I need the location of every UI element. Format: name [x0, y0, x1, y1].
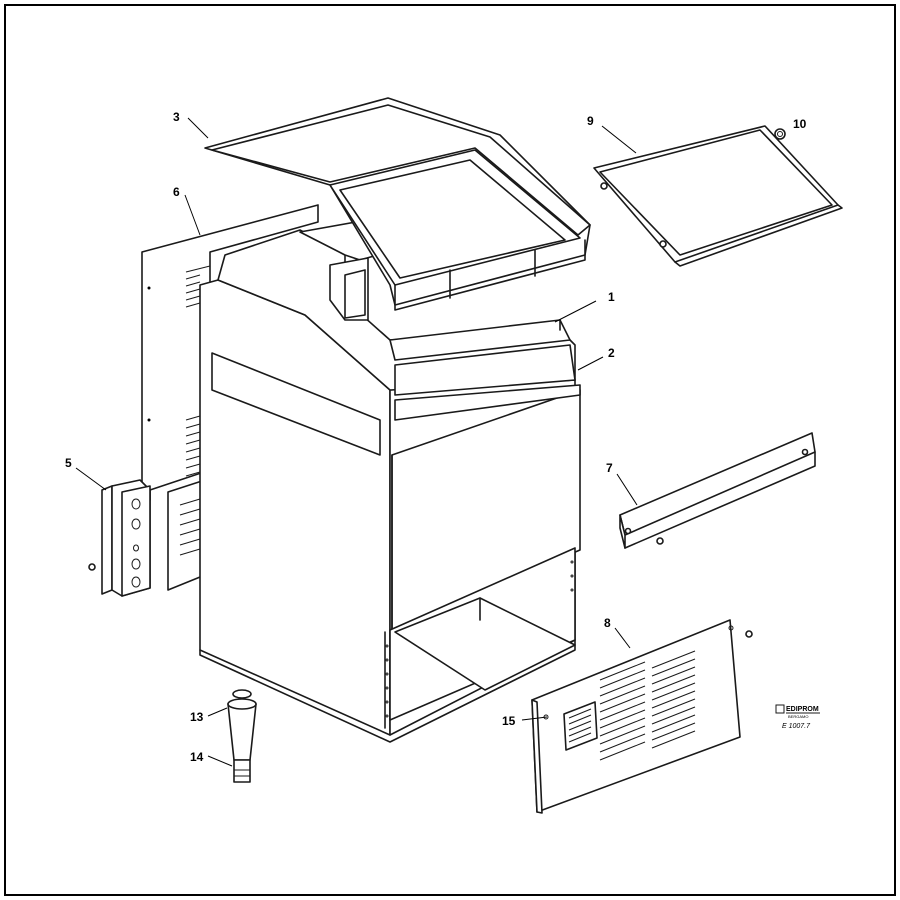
leg-part-13 [227, 689, 257, 761]
callout-13: 13 [190, 710, 204, 724]
publisher-mark: EDIPROM BERGAMO E 1007.7 [775, 704, 820, 730]
cover-part-9 [593, 125, 843, 267]
publisher-sub: BERGAMO [788, 714, 808, 719]
callout-labels: 1 2 3 5 6 7 8 9 10 13 14 15 [65, 110, 807, 764]
callout-15: 15 [502, 714, 516, 728]
callout-2: 2 [608, 346, 615, 360]
leader-lines [75, 117, 638, 767]
callout-8: 8 [604, 616, 611, 630]
callout-9: 9 [587, 114, 594, 128]
callout-10: 10 [793, 117, 807, 131]
callout-5: 5 [65, 456, 72, 470]
rail-part-7 [619, 432, 816, 549]
publisher-logo-icon [775, 704, 785, 714]
rating-plate-part-15 [563, 701, 598, 751]
callout-6: 6 [173, 185, 180, 199]
cabinet-body [199, 214, 581, 743]
bracket-part-5 [88, 479, 151, 597]
lid-frame-part-3 [204, 97, 591, 311]
publisher-name: EDIPROM [786, 706, 819, 713]
grille-panel-part-8 [531, 619, 753, 814]
callout-7: 7 [606, 461, 613, 475]
knob-part-10 [774, 128, 786, 140]
drawing-code: E 1007.7 [782, 723, 811, 730]
callout-1: 1 [608, 290, 615, 304]
callout-3: 3 [173, 110, 180, 124]
leg-foot-part-14 [233, 759, 251, 783]
callout-14: 14 [190, 750, 204, 764]
